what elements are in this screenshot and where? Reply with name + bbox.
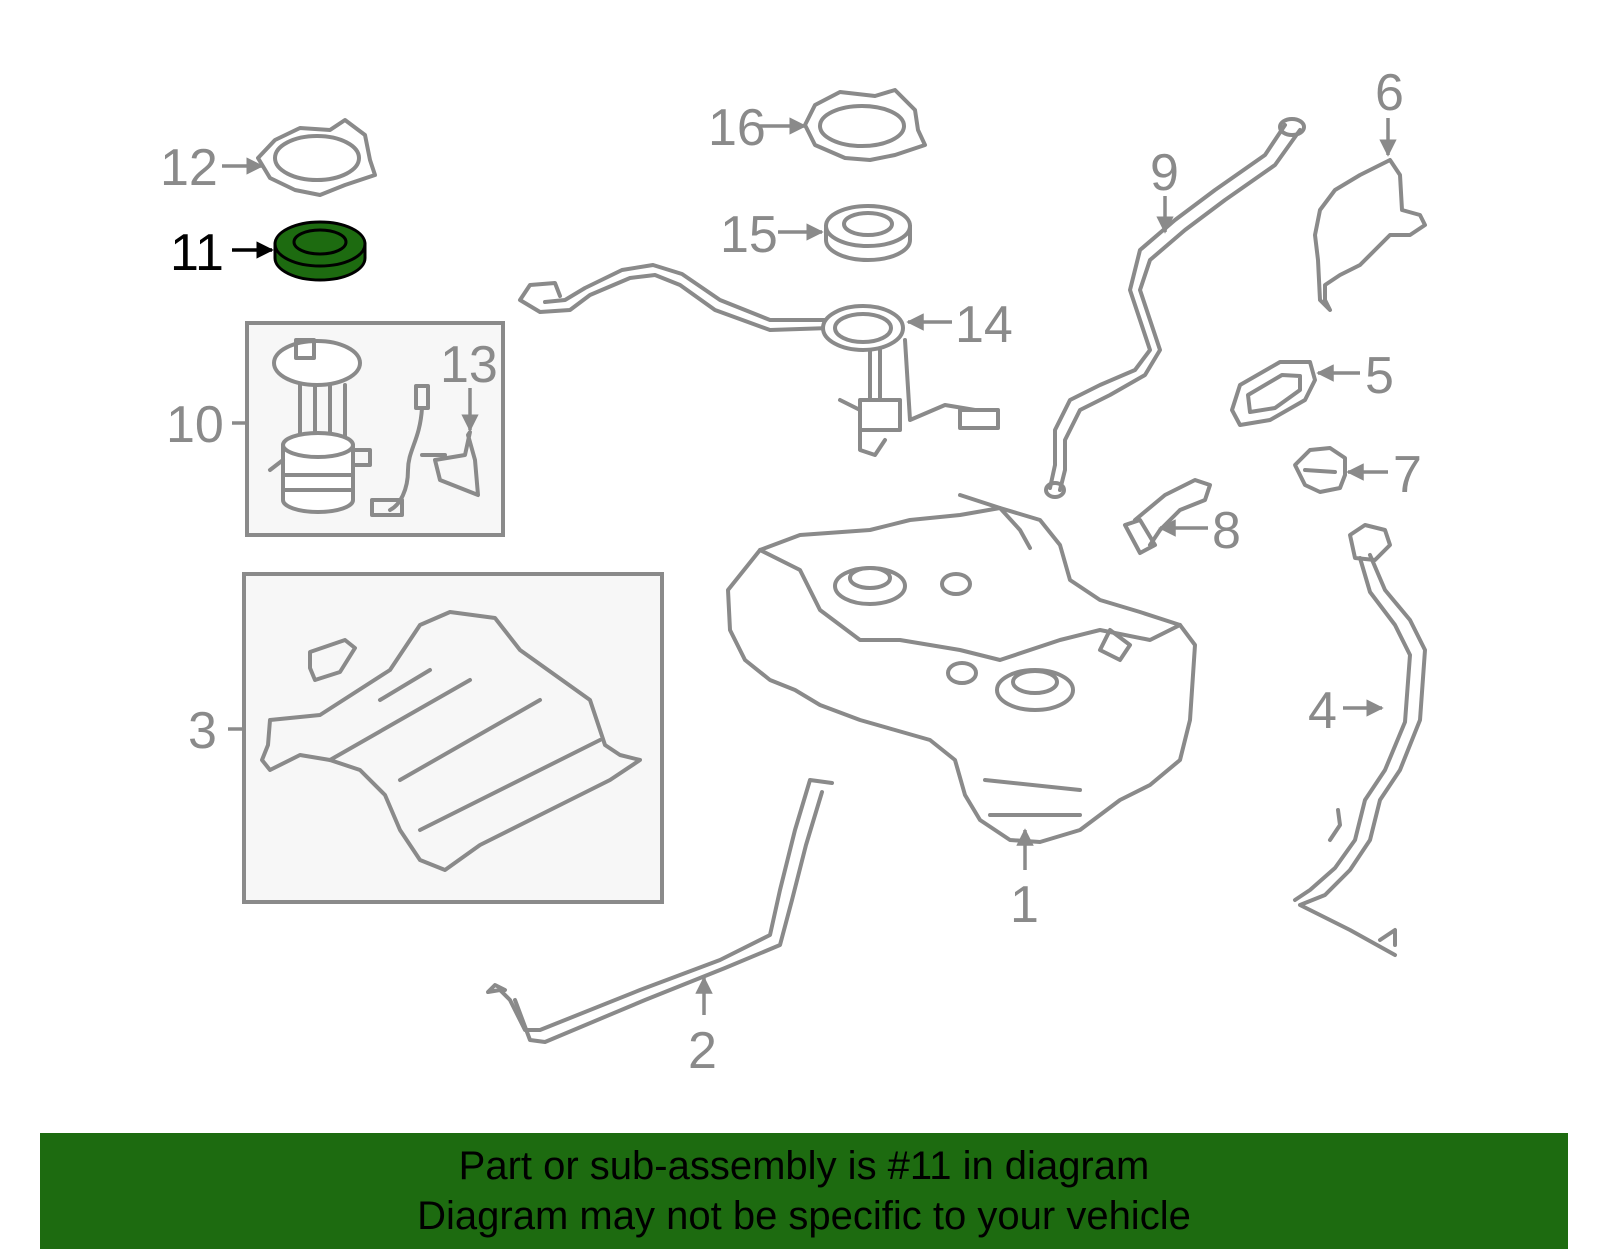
callout-13: 13 — [440, 336, 498, 394]
callout-4: 4 — [1308, 682, 1337, 740]
part-10-fuel-pump — [268, 338, 372, 514]
banner-line-part-number: Part or sub-assembly is #11 in diagram — [458, 1144, 1150, 1188]
callout-12: 12 — [160, 139, 218, 197]
callout-11-highlighted: 11 — [170, 224, 224, 282]
part-1-fuel-tank — [726, 493, 1197, 844]
callout-7: 7 — [1393, 446, 1422, 504]
heat-shield-box — [242, 572, 664, 904]
callout-16: 16 — [708, 99, 766, 157]
part-14-fuel-sender — [518, 263, 1000, 457]
callout-5: 5 — [1365, 347, 1394, 405]
part-2-strap — [486, 778, 834, 1044]
callout-14: 14 — [955, 296, 1013, 354]
callout-labels: 12 11 10 13 3 16 15 14 9 6 5 7 8 4 1 2 — [160, 64, 1422, 1080]
part-13-harness — [370, 384, 480, 517]
part-11-seal-highlighted — [273, 220, 367, 282]
info-banner: Part or sub-assembly is #11 in diagram D… — [40, 1133, 1568, 1249]
part-3-heat-shield — [260, 610, 642, 872]
part-7-cap — [1293, 446, 1347, 494]
callout-6: 6 — [1375, 64, 1404, 122]
callout-15: 15 — [720, 206, 778, 264]
part-4-filler-pipe — [1293, 523, 1427, 957]
part-6-bracket — [1313, 158, 1427, 312]
callout-2: 2 — [688, 1022, 717, 1080]
part-8-hose — [1123, 478, 1212, 555]
callout-3: 3 — [188, 702, 217, 760]
part-9-filler-hose — [1044, 117, 1306, 499]
part-16-lock-ring — [803, 88, 927, 162]
part-12-lock-ring — [256, 118, 377, 197]
part-15-seal — [824, 204, 912, 262]
banner-line-disclaimer: Diagram may not be specific to your vehi… — [417, 1194, 1191, 1238]
leader-lines — [222, 117, 1397, 1015]
callout-8: 8 — [1212, 502, 1241, 560]
callout-10: 10 — [166, 396, 224, 454]
part-5-gasket — [1230, 360, 1317, 427]
callout-9: 9 — [1150, 144, 1179, 202]
callout-1: 1 — [1010, 876, 1039, 934]
